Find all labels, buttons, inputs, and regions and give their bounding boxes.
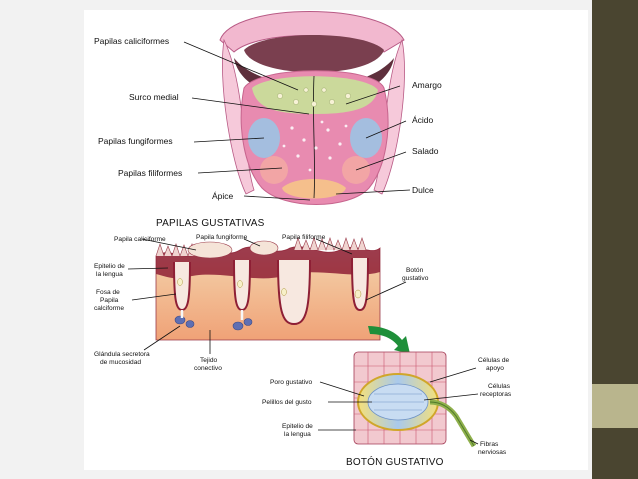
label-poro-gustativo: Poro gustativo [270, 379, 312, 386]
label-surco-medial: Surco medial [129, 92, 179, 102]
label-boton-line1: Botón [406, 267, 424, 274]
label-fibras-line1: Fibras [480, 441, 499, 448]
label-papila-fungiforme: Papila fungiforme [196, 234, 248, 241]
title-papilas-gustativas: PAPILAS GUSTATIVAS [156, 218, 265, 229]
label-celulas-apoyo-line2: apoyo [486, 365, 504, 372]
label-glandula-line2: de mucosidad [100, 359, 141, 366]
papilas-leader-lines [127, 238, 407, 354]
label-tejido-line1: Tejido [200, 357, 218, 364]
label-salado: Salado [412, 146, 439, 156]
label-pelillos-del-gusto: Pelillos del gusto [262, 399, 312, 406]
tissue-cross-section [155, 237, 381, 341]
label-fosa-line1: Fosa de [96, 289, 120, 296]
title-boton-gustativo: BOTÓN GUSTATIVO [346, 455, 444, 468]
label-fosa-line3: calciforme [94, 305, 124, 312]
label-epitelio-line2: la lengua [96, 271, 123, 278]
label-papilas-fungiformes: Papilas fungiformes [98, 136, 173, 146]
label-fibras-line2: nerviosas [478, 449, 507, 456]
label-amargo: Amargo [412, 80, 442, 90]
zoom-arrow-icon [368, 326, 410, 354]
label-papilas-caliciformes: Papilas caliciformes [94, 36, 169, 46]
label-papila-filiforme: Papila filiforme [282, 234, 326, 241]
label-celulas-apoyo-line1: Células de [478, 357, 509, 364]
label-acido: Ácido [412, 115, 434, 125]
label-epitelio-line1: Epitelio de [94, 263, 125, 270]
figure-panel: Papilas caliciformes Surco medial Papila… [84, 10, 588, 470]
label-celulas-receptoras-line1: Células [488, 383, 511, 390]
label-epitelio2-line1: Epitelio de [282, 423, 313, 430]
label-dulce: Dulce [412, 185, 434, 195]
boton-leader-lines [318, 367, 479, 445]
label-glandula-line1: Glándula secretora [94, 351, 150, 358]
label-apice: Ápice [212, 191, 234, 201]
label-tejido-line2: conectivo [194, 365, 222, 372]
label-celulas-receptoras-line2: receptoras [480, 391, 512, 398]
label-fosa-line2: Papila [100, 297, 119, 304]
label-papila-caliciforme: Papila caliciforme [114, 236, 166, 243]
label-papilas-filiformes: Papilas filiformes [118, 168, 182, 178]
label-boton-line2: gustativo [402, 275, 429, 282]
mouth-and-tongue [219, 11, 405, 205]
decorative-sidebar-accent [592, 384, 638, 428]
tongue-leader-lines [183, 41, 411, 201]
label-epitelio2-line2: la lengua [284, 431, 311, 438]
taste-bud-detail [353, 351, 477, 448]
tongue-anatomy-diagram: Papilas caliciformes Surco medial Papila… [94, 11, 512, 468]
